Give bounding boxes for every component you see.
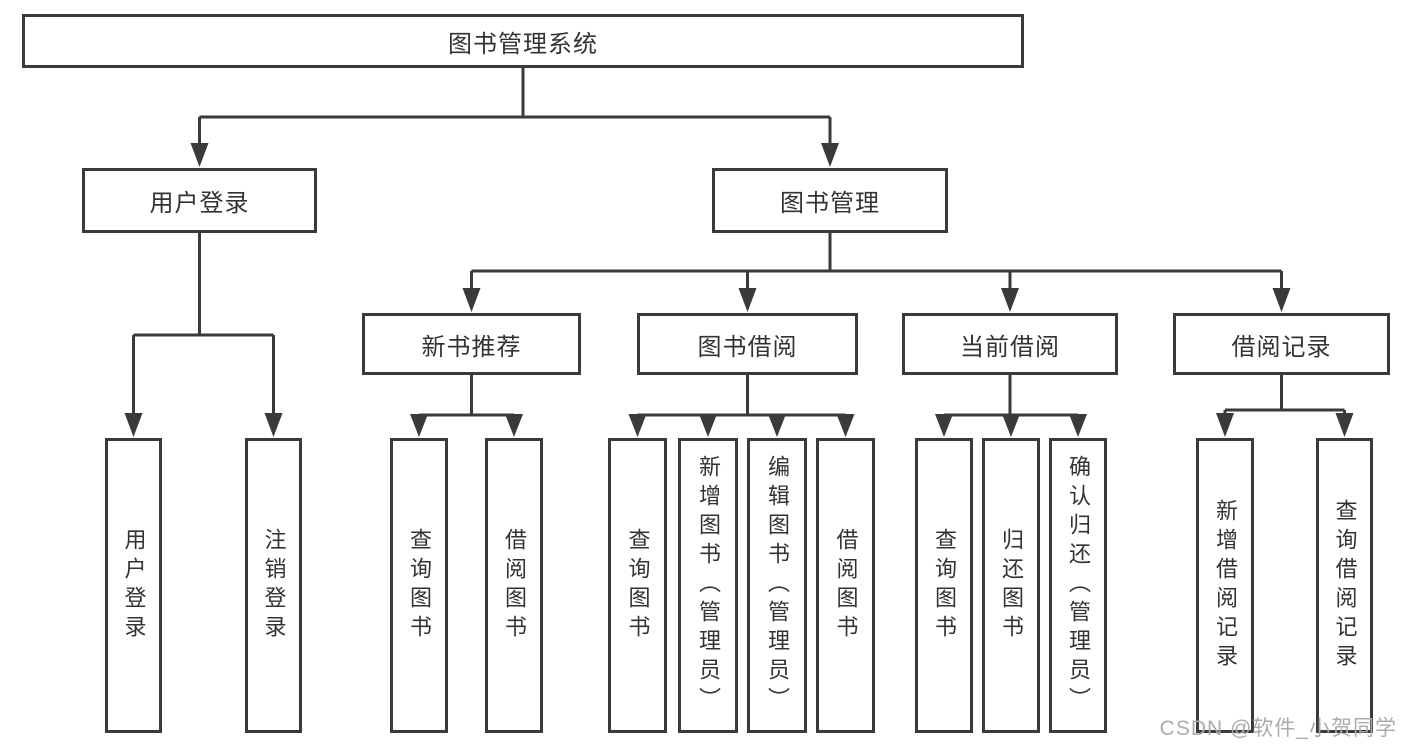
connector-borrow-records-to-leaves [1216,375,1354,437]
node-leaf-return-book-label: 归还图书 [999,527,1024,644]
node-leaf-query-book-borrow-label: 查询图书 [625,527,651,644]
node-user-login: 用户登录 [82,168,317,233]
node-new-book-rec: 新书推荐 [362,313,581,375]
node-leaf-query-borrow-record-label: 查询借阅记录 [1332,498,1358,673]
node-leaf-confirm-return: 确认归还（管理员） [1049,438,1107,733]
node-leaf-add-borrow-record: 新增借阅记录 [1196,438,1254,733]
node-leaf-edit-book: 编辑图书（管理员） [747,438,807,733]
connector-root-to-level2 [190,68,839,167]
node-leaf-add-borrow-record-label: 新增借阅记录 [1213,498,1238,673]
node-leaf-borrow-book-borrow-label: 借阅图书 [833,527,859,644]
node-leaf-edit-book-label: 编辑图书（管理员） [765,455,790,716]
node-leaf-user-login: 用户登录 [105,438,162,733]
node-leaf-query-book-current: 查询图书 [915,438,973,733]
connector-current-borrow-to-leaves [935,375,1087,437]
node-leaf-confirm-return-label: 确认归还（管理员） [1066,455,1091,716]
node-leaf-add-book: 新增图书（管理员） [678,438,738,733]
node-book-mgmt-label: 图书管理 [780,190,880,217]
connector-user-login-to-leaves [124,233,283,437]
node-leaf-logout-label: 注销登录 [261,527,287,644]
node-root-label: 图书管理系统 [448,30,598,58]
node-leaf-logout: 注销登录 [245,438,302,733]
node-leaf-query-borrow-record: 查询借阅记录 [1316,438,1373,733]
node-leaf-add-book-label: 新增图书（管理员） [696,455,721,716]
node-current-borrow: 当前借阅 [902,313,1118,375]
watermark: CSDN @软件_小贺同学 [1159,717,1397,740]
node-leaf-query-book-current-label: 查询图书 [932,527,957,644]
node-book-mgmt: 图书管理 [712,168,948,233]
node-leaf-query-book-borrow: 查询图书 [608,438,667,733]
node-current-borrow-label: 当前借阅 [960,333,1060,361]
node-root: 图书管理系统 [22,14,1024,68]
node-leaf-borrow-book-new-label: 借阅图书 [502,527,527,644]
node-leaf-query-book-new-label: 查询图书 [407,527,432,644]
node-leaf-user-login-label: 用户登录 [121,527,147,644]
connector-book-mgmt-to-level3 [462,233,1291,312]
connector-book-borrow-to-leaves [628,375,855,437]
node-leaf-borrow-book-new: 借阅图书 [485,438,543,733]
node-new-book-rec-label: 新书推荐 [421,333,522,361]
node-borrow-records-label: 借阅记录 [1231,333,1332,361]
node-leaf-query-book-new: 查询图书 [390,438,448,733]
node-book-borrow: 图书借阅 [637,313,858,375]
node-leaf-borrow-book-borrow: 借阅图书 [816,438,875,733]
node-book-borrow-label: 图书借阅 [697,333,798,361]
node-leaf-return-book: 归还图书 [982,438,1040,733]
node-user-login-label: 用户登录 [149,190,250,217]
connector-new-book-rec-to-leaves [410,375,523,437]
node-borrow-records: 借阅记录 [1173,313,1390,375]
